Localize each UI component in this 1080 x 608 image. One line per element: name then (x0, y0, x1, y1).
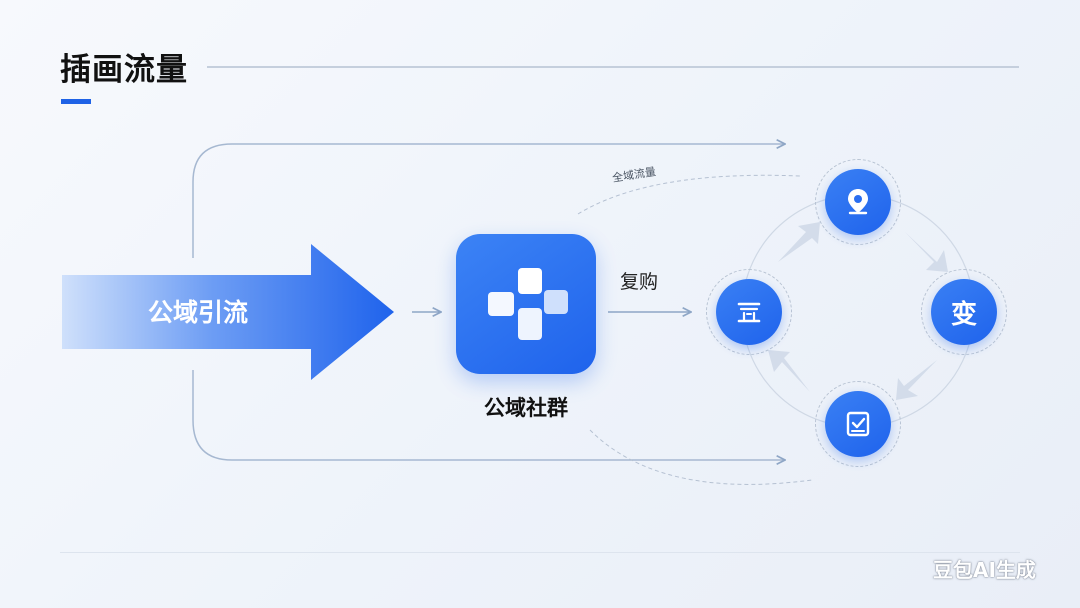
cycle-arrow-2 (896, 360, 937, 400)
cycle-arrow-3 (768, 350, 810, 392)
display-badge-icon (737, 302, 761, 323)
watermark: 豆包AI生成 (933, 558, 1036, 582)
cycle-arrow-1 (905, 232, 948, 272)
hub-label: 公域社群 (484, 396, 568, 420)
cycle-node-top (815, 159, 901, 245)
bottom-bypass-line (192, 370, 784, 460)
title-divider (207, 66, 1019, 68)
top-bypass-line (192, 144, 784, 258)
traffic-dashed-top (577, 174, 801, 215)
bottom-divider (60, 552, 1020, 553)
cross-blocks-icon (488, 268, 568, 340)
cycle-node-right: 变 (921, 269, 1007, 355)
traffic-dashed-bottom (589, 429, 813, 485)
source-label: 公域引流 (148, 298, 249, 327)
location-pin-icon (848, 189, 868, 215)
hub-app-tile (456, 234, 596, 374)
cycle-node-bottom (815, 381, 901, 467)
change-badge-icon: 变 (931, 279, 997, 345)
cycle-arrow-4 (778, 222, 820, 262)
page-title: 插画流量 (60, 52, 188, 88)
cycle-node-left (706, 269, 792, 355)
repurchase-label: 复购 (620, 271, 659, 293)
title-accent-bar (61, 99, 91, 104)
checklist-icon (846, 411, 870, 437)
